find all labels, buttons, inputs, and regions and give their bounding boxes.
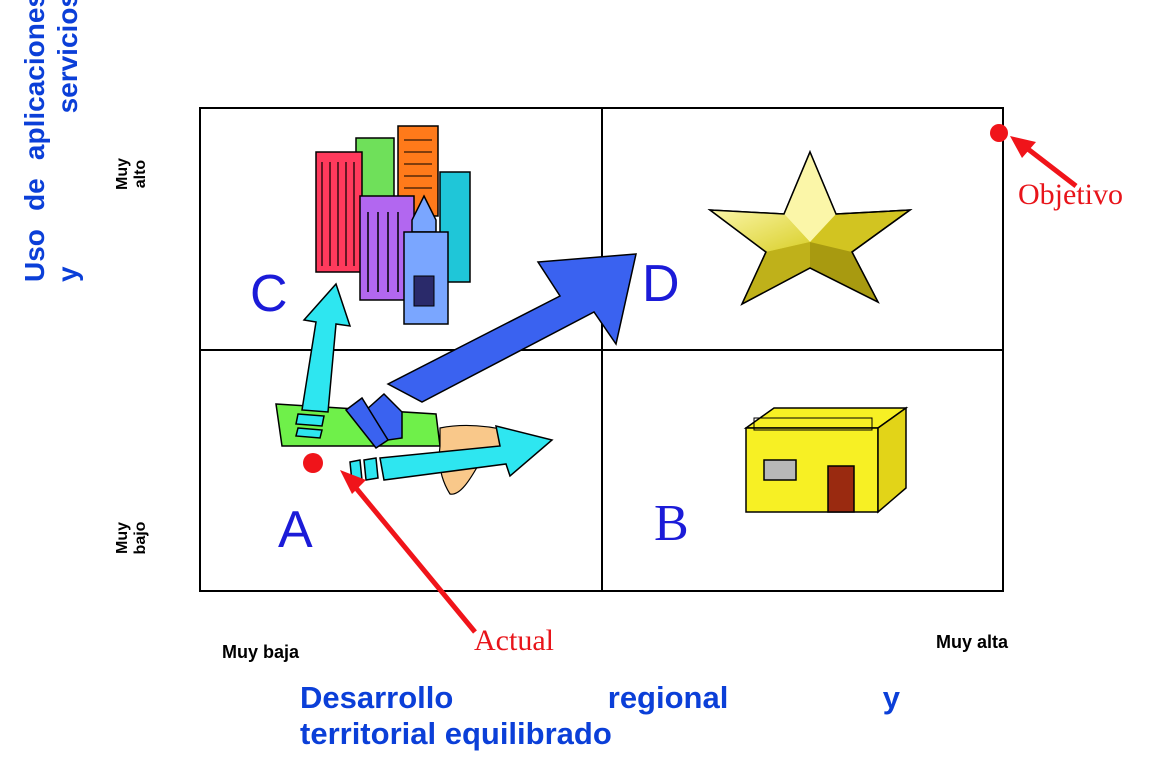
quadrant-b-label: B — [654, 495, 689, 552]
cyan-arrow-a-to-c — [295, 282, 352, 439]
quadrant-d-label: D — [642, 255, 680, 313]
x-title-word-1: Desarrollo — [300, 680, 454, 715]
city-buildings-icon — [315, 125, 471, 325]
target-arrow — [1010, 136, 1078, 188]
x-axis-title-line2: territorial equilibrado — [300, 716, 612, 751]
x-axis-title-line1: Desarrollo regional y — [300, 680, 900, 716]
star-icon — [707, 150, 913, 306]
current-point — [303, 453, 323, 473]
quadrant-a-label: A — [278, 501, 313, 559]
x-title-word-3: y — [882, 680, 900, 715]
house-icon — [743, 406, 909, 514]
target-annotation: Objetivo — [1018, 178, 1123, 211]
target-point — [990, 124, 1008, 142]
blue-arrow-a-to-d — [344, 253, 637, 450]
quadrant-c-label: C — [250, 265, 288, 323]
x-tick-low: Muy baja — [222, 642, 300, 662]
current-arrow — [340, 470, 477, 634]
x-axis-title: Desarrollo regional y territorial equili… — [300, 680, 900, 752]
x-tick-high: Muy alta — [936, 632, 1009, 652]
current-annotation: Actual — [474, 624, 554, 657]
x-title-word-2: regional — [607, 680, 729, 715]
